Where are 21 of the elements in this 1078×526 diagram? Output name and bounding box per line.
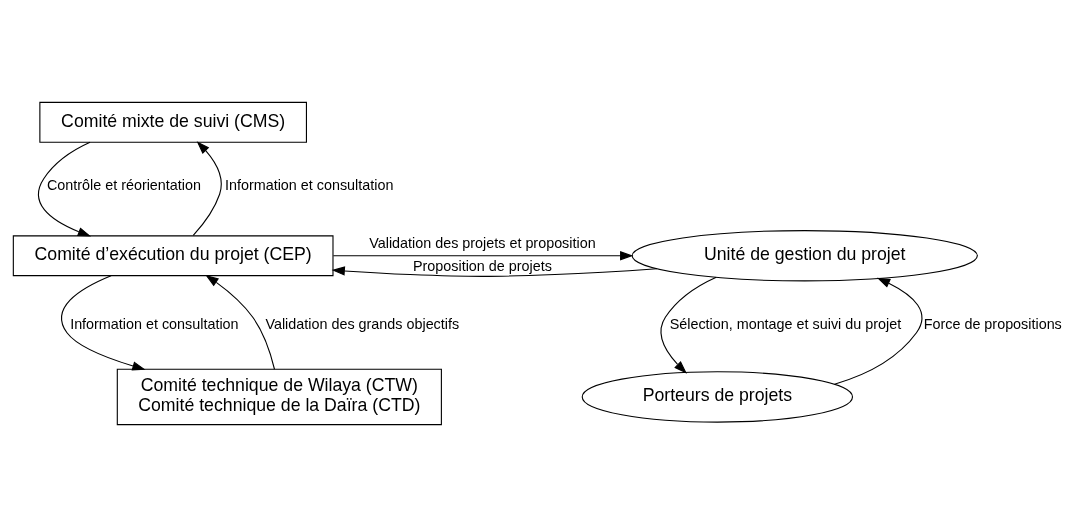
node-box: Comité d’exécution du projet (CEP) xyxy=(12,234,334,276)
node-box: Comité technique de Wilaya (CTW) Comité technique de la Daïra (CTD) xyxy=(116,368,442,425)
arrow xyxy=(660,276,717,374)
arrow xyxy=(834,277,923,385)
arrow xyxy=(61,274,146,370)
arrow xyxy=(205,274,276,370)
edge-label: Validation des grands objectifs xyxy=(265,315,460,332)
node-ellipse: Porteurs de projets xyxy=(581,370,854,423)
arrow xyxy=(331,265,658,277)
node-box: Comité mixte de suivi (CMS) xyxy=(39,101,307,143)
node-ellipse: Unité de gestion du projet xyxy=(631,229,978,281)
edge-label: Information et consultation xyxy=(225,176,394,193)
edge-label: Contrôle et réorientation xyxy=(46,176,201,193)
arrow xyxy=(332,250,634,260)
edge-label: Force de propositions xyxy=(923,315,1062,332)
arrow xyxy=(37,141,92,236)
arrow xyxy=(192,140,222,236)
edge-label: Sélection, montage et suivi du projet xyxy=(669,315,902,332)
edge-label: Information et consultation xyxy=(70,315,239,332)
edge-label: Proposition de projets xyxy=(412,257,552,274)
edge-label: Validation des projets et proposition xyxy=(369,234,596,251)
